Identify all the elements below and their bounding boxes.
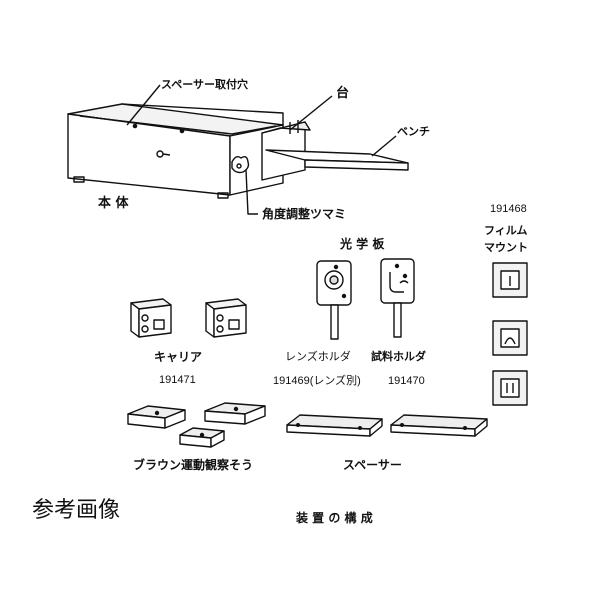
reference-image-label: 参考画像 (32, 498, 121, 523)
carrier-label: キャリア (154, 350, 203, 364)
stand-label: 台 (336, 86, 350, 101)
sample-holder-code: 191470 (388, 375, 425, 387)
film-mount-label-line1: フィルム (484, 224, 528, 237)
film-mounts-drawing (492, 262, 528, 406)
optical-plate-label: 光 学 板 (340, 237, 385, 251)
angle-knob-label: 角度調整ツマミ (262, 207, 347, 221)
lens-holder-label: レンズホルダ (285, 350, 351, 363)
spacer-label: スペーサー (343, 458, 402, 472)
bench-label: ベンチ (397, 125, 430, 138)
carrier-drawing-left (130, 298, 172, 338)
diagram-caption: 装 置 の 構 成 (296, 511, 373, 525)
lens-holder-code: 191469(レンズ別) (273, 375, 361, 387)
lens-holder-drawing (316, 260, 352, 340)
main-body-label: 本 体 (98, 196, 129, 211)
brownian-cell-drawing (127, 402, 266, 448)
carrier-code: 191471 (159, 374, 196, 386)
carrier-drawing-right (205, 298, 247, 338)
spacer-drawing (286, 414, 488, 437)
sample-holder-drawing (380, 258, 415, 338)
main-body-drawing (67, 84, 409, 215)
film-mount-code: 191468 (490, 203, 527, 215)
film-mount-label-line2: マウント (484, 241, 528, 254)
sample-holder-label: 試料ホルダ (371, 350, 426, 363)
brownian-cell-label: ブラウン運動観察そう (133, 458, 254, 472)
spacer-hole-label: スペーサー取付穴 (161, 78, 249, 91)
